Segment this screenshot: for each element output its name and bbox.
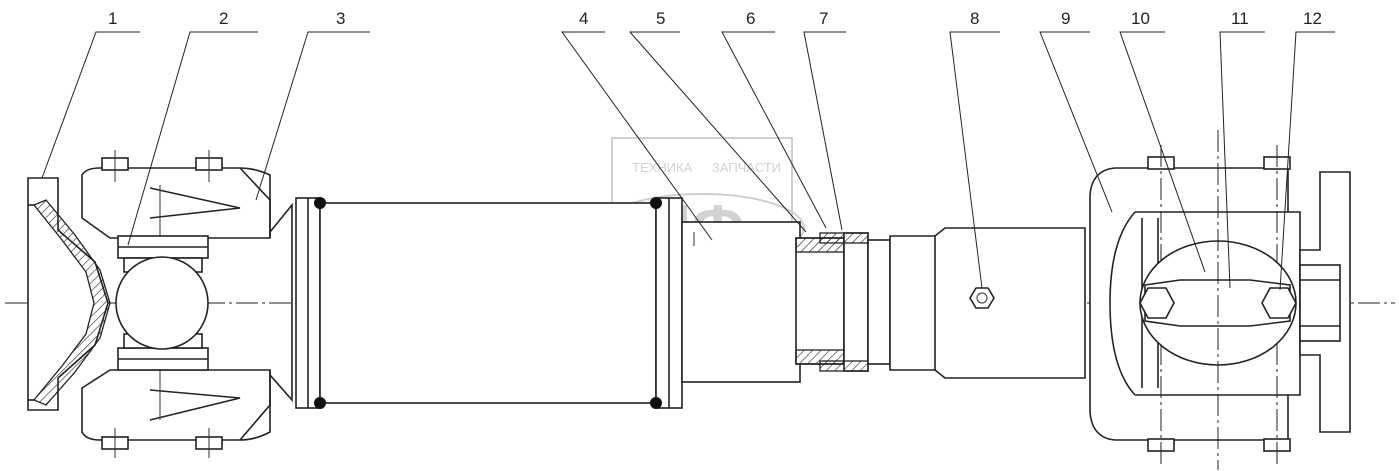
callout-12: 12 <box>1303 9 1322 28</box>
left-flange <box>27 177 111 411</box>
right-flange <box>1299 171 1351 433</box>
left-cross-bearings <box>115 235 209 371</box>
callout-9: 9 <box>1061 9 1070 28</box>
watermark-top-text-right: ЗАПЧАСТИ <box>712 160 781 175</box>
callout-8: 8 <box>970 9 979 28</box>
callout-7: 7 <box>819 9 828 28</box>
splined-shaft <box>681 221 801 383</box>
callout-10: 10 <box>1131 9 1150 28</box>
watermark-top-text: ТЕХНИКА <box>632 160 693 175</box>
callout-6: 6 <box>746 9 755 28</box>
callout-2: 2 <box>219 9 228 28</box>
grease-fitting <box>969 287 995 309</box>
callout-1: 1 <box>108 9 117 28</box>
main-tube <box>295 197 683 409</box>
callout-5: 5 <box>656 9 665 28</box>
right-cross <box>1139 130 1297 470</box>
callout-3: 3 <box>336 9 345 28</box>
callout-leaders <box>41 31 1335 291</box>
callout-4: 4 <box>579 9 588 28</box>
callout-numbers: 1 2 3 4 5 6 7 8 9 10 11 12 <box>108 9 1322 28</box>
seal-assembly <box>795 232 869 372</box>
left-yoke <box>81 150 293 458</box>
callout-11: 11 <box>1231 9 1249 28</box>
